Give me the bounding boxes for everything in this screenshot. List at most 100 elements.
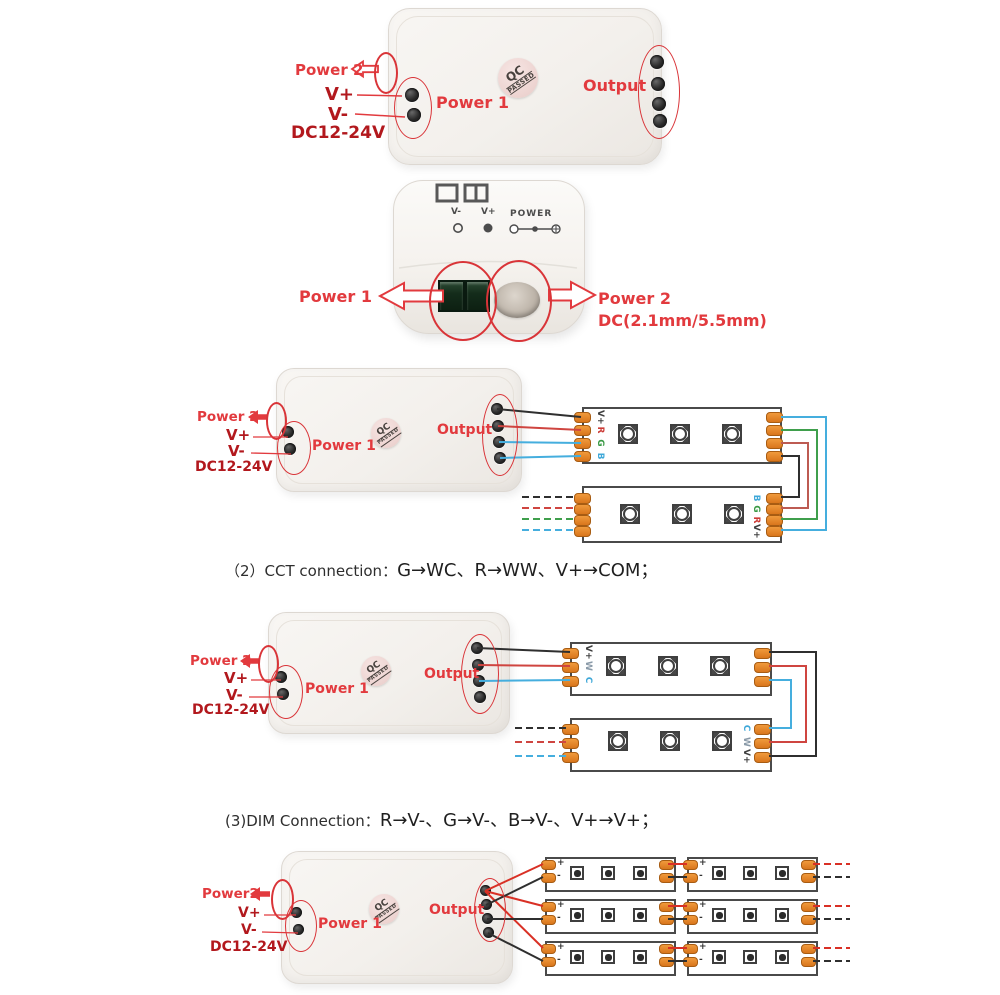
output-holes-circle [482, 394, 518, 476]
power1-label: Power 1 [312, 438, 376, 454]
dim-connection-note: (3)DIM Connection：R→V-、G→V-、B→V-、V+→V+； [225, 806, 659, 832]
strip-pad-label: V+ [751, 524, 761, 539]
solder-pad [574, 438, 591, 449]
solder-pad [541, 902, 556, 912]
dim-led-chip [570, 950, 584, 964]
vminus-label: V- [228, 442, 245, 460]
rgb-led-chip [672, 504, 692, 524]
controller-top-view: QC PASSED [388, 8, 662, 165]
minus-sign: - [557, 913, 561, 923]
dim-led-chip [743, 950, 757, 964]
dim-led-chip [601, 866, 615, 880]
dim-led-chip [633, 866, 647, 880]
solder-pad [801, 873, 816, 883]
solder-pad [683, 944, 698, 954]
cct-led-chip [712, 731, 732, 751]
solder-pad [683, 915, 698, 925]
power2-label-end: Power 2 [598, 289, 671, 308]
solder-pad [659, 902, 674, 912]
solder-pad [562, 676, 579, 687]
plus-sign: + [699, 942, 707, 952]
cct-continuation-wires [515, 727, 566, 757]
solder-pad [541, 957, 556, 967]
strip-pad-label: C [583, 676, 593, 684]
dim-strip-r2-s2 [687, 899, 818, 934]
solder-pad [562, 724, 579, 735]
plus-sign: + [557, 858, 565, 868]
output-label: Output [424, 666, 480, 682]
solder-pad [683, 902, 698, 912]
solder-pad [801, 944, 816, 954]
power1-label: Power 1 [436, 93, 509, 112]
vminus-label: V- [328, 104, 349, 125]
note-mapping: R→V-、G→V-、B→V-、V+→V+； [379, 810, 659, 831]
dim-strip-r3-s1 [545, 941, 676, 976]
dim-strip-r3-s2 [687, 941, 818, 976]
solder-pad [754, 752, 771, 763]
strip-pad-label: W [741, 737, 751, 747]
jack-circle [486, 260, 552, 342]
solder-pad [574, 451, 591, 462]
solder-pad [754, 676, 771, 687]
controller-rgb-diagram: QC PASSED [276, 368, 522, 492]
vplus-label: V+ [226, 426, 251, 444]
solder-pad [562, 738, 579, 749]
solder-pad [766, 493, 783, 504]
power2-label: Power 2 [295, 61, 364, 79]
strip-pad-label: G [595, 439, 605, 447]
note-prefix: (3)DIM Connection： [225, 812, 380, 830]
vminus-label: V- [241, 922, 257, 938]
solder-pad [562, 662, 579, 673]
minus-sign: - [699, 955, 703, 965]
dc-plug-size-label: DC(2.1mm/5.5mm) [598, 311, 767, 330]
plus-sign: + [557, 900, 565, 910]
dc-range-label: DC12-24V [210, 939, 288, 955]
solder-pad [766, 425, 783, 436]
solder-pad [574, 515, 591, 526]
power2-label: Power2 [202, 886, 259, 902]
solder-pad [683, 957, 698, 967]
solder-pad [541, 873, 556, 883]
solder-pad [541, 860, 556, 870]
solder-pad [574, 504, 591, 515]
dim-led-chip [712, 866, 726, 880]
solder-pad [574, 425, 591, 436]
minus-sign: - [557, 955, 561, 965]
solder-pad [754, 724, 771, 735]
strip-pad-label: C [741, 724, 751, 732]
solder-pad [766, 412, 783, 423]
solder-pad [766, 451, 783, 462]
vplus-print: V+ [481, 207, 496, 217]
dim-led-chip [743, 866, 757, 880]
solder-pad [766, 504, 783, 515]
power1-holes-circle [277, 421, 311, 475]
dim-led-chip [775, 908, 789, 922]
solder-pad [766, 526, 783, 537]
qc-passed-sticker: QC PASSED [371, 418, 401, 448]
dc-range-label: DC12-24V [291, 123, 386, 143]
solder-pad [766, 438, 783, 449]
qc-passed-sticker: QC PASSED [498, 58, 538, 98]
output-label: Output [583, 76, 647, 95]
cct-led-chip [660, 731, 680, 751]
cct-connection-note: （2）CCT connection：G→WC、R→WW、V+→COM； [225, 556, 658, 582]
solder-pad [766, 515, 783, 526]
dim-led-chip [633, 908, 647, 922]
rgb-strip-1 [582, 407, 782, 464]
solder-pad [574, 412, 591, 423]
plus-sign: + [557, 942, 565, 952]
vplus-label: V+ [325, 84, 355, 105]
solder-pad [683, 873, 698, 883]
cct-strip-link-wires [769, 651, 817, 757]
power1-label-end: Power 1 [299, 287, 372, 306]
solder-pad [574, 493, 591, 504]
rgb-strip-2 [582, 486, 782, 543]
strip-pad-label: B [595, 452, 605, 460]
solder-pad [754, 648, 771, 659]
power2-port-circle [374, 52, 398, 94]
solder-pad [541, 944, 556, 954]
solder-pad [801, 902, 816, 912]
plus-sign: + [699, 858, 707, 868]
dim-led-chip [570, 866, 584, 880]
rgb-continuation-wires [522, 496, 574, 531]
